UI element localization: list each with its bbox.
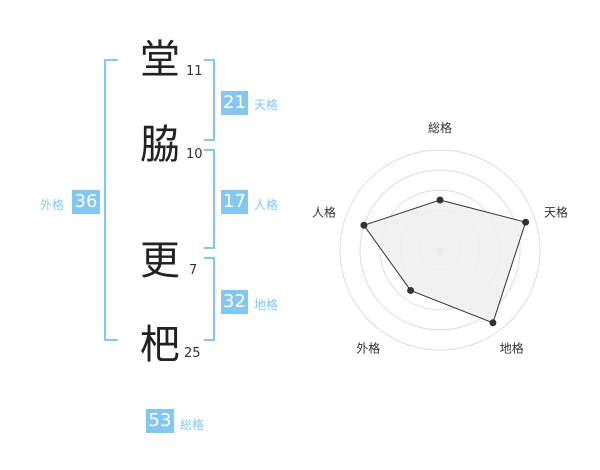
stroke-count-1: 11	[186, 64, 203, 79]
chikaku-bracket	[204, 257, 215, 341]
soukaku-label: 総格	[180, 418, 205, 432]
tenkaku-label: 天格	[254, 98, 279, 112]
gaikaku-label: 外格	[40, 198, 65, 212]
gaikaku-bracket	[104, 59, 118, 341]
gaikaku-value: 36	[72, 190, 100, 214]
radar-axis-label-5: 人格	[312, 204, 336, 219]
stroke-count-2: 10	[186, 147, 203, 162]
name-char-2: 脇	[140, 122, 180, 168]
radar-axis-label-1: 総格	[428, 120, 452, 135]
radar-ring	[359, 169, 521, 331]
radar-point-5	[360, 221, 368, 229]
radar-point-4	[407, 286, 415, 294]
name-char-1: 堂	[140, 37, 180, 83]
radar-point-3	[489, 319, 497, 327]
radar-point-2	[522, 218, 530, 226]
chikaku-value: 32	[221, 290, 248, 314]
radar-axis-label-2: 天格	[544, 204, 568, 219]
tenkaku-value: 21	[221, 91, 248, 115]
name-char-4: 杷	[140, 322, 180, 368]
radar-ring	[339, 149, 541, 351]
radar-point-1	[436, 196, 444, 204]
name-char-3: 更	[140, 238, 180, 284]
jinkaku-label: 人格	[254, 198, 279, 212]
radar-axis-label-3: 地格	[500, 341, 524, 356]
jinkaku-value: 17	[221, 190, 248, 214]
radar-polygon	[363, 199, 527, 324]
stroke-count-3: 7	[189, 263, 198, 278]
soukaku-value: 53	[146, 409, 174, 433]
stroke-count-4: 25	[184, 346, 201, 361]
radar-axis-label-4: 外格	[356, 341, 380, 356]
jinkaku-bracket	[204, 149, 215, 249]
tenkaku-bracket	[204, 59, 215, 141]
chikaku-label: 地格	[254, 298, 279, 312]
